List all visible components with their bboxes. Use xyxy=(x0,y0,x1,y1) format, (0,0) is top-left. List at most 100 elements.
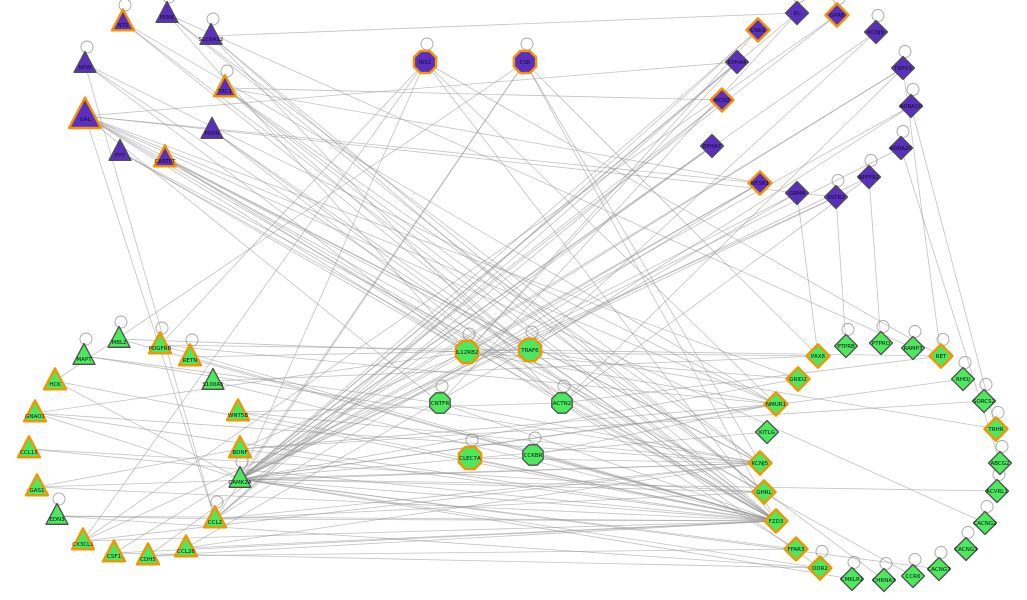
diamond-shape xyxy=(971,388,997,414)
edge-TRAF6-TRHR xyxy=(529,349,997,430)
node-FFAR3[interactable]: FFAR3 xyxy=(783,536,809,562)
self-loop-RETN xyxy=(185,333,199,347)
node-NPW[interactable]: NPW xyxy=(73,50,97,73)
node-IRS1[interactable]: IRS1 xyxy=(412,49,438,75)
edge-CCL15-FZD3 xyxy=(28,448,777,522)
self-loop-TRHR xyxy=(991,406,1005,419)
edge-EPHA4-IL12RB2 xyxy=(466,61,738,353)
node-GPR6[interactable]: GPR6 xyxy=(824,2,850,28)
edge-TAC1-TRAF6 xyxy=(224,87,531,351)
diamond-shape xyxy=(950,366,976,392)
edge-NPW-NMUR1 xyxy=(84,63,777,405)
node-MBL2[interactable]: MBL2 xyxy=(107,325,131,348)
self-loop-SORCS2 xyxy=(979,378,993,391)
edge-TAC1-KCNJ5 xyxy=(224,87,761,464)
diamond-shape xyxy=(984,478,1010,504)
edge-CLEC7A-FZD3 xyxy=(469,457,777,522)
edge-MBL2-FZD3 xyxy=(118,338,777,522)
self-loop-PTPRB xyxy=(841,323,855,336)
node-ADRA1D[interactable]: ADRA1D xyxy=(898,93,924,119)
node-PDGFRB[interactable]: PDGFRB xyxy=(147,331,173,355)
node-CHRNA3[interactable]: CHRNA3 xyxy=(871,567,897,593)
node-TRAF6[interactable]: TRAF6 xyxy=(517,337,543,363)
node-IL12RB2[interactable]: IL12RB2 xyxy=(454,339,480,365)
edge-EDN3-DDR2 xyxy=(56,515,821,569)
diamond-shape xyxy=(783,536,809,562)
node-MAPT[interactable]: MAPT xyxy=(72,342,96,365)
node-GNAO1[interactable]: GNAO1 xyxy=(22,399,48,423)
edge-GAL-GRID2 xyxy=(84,115,799,380)
edge-NTSR1-CAMK2A xyxy=(239,182,761,480)
node-GRM4[interactable]: GRM4 xyxy=(784,180,810,206)
edge-KL-CNTFR xyxy=(439,12,798,404)
node-CNTFR[interactable]: CNTFR xyxy=(429,392,451,414)
diamond-shape xyxy=(888,135,914,161)
node-KL[interactable]: KL xyxy=(784,0,810,26)
node-GAS1[interactable]: GAS1 xyxy=(24,473,50,497)
edge-SSTR2-PTPRB xyxy=(835,196,847,347)
edge-GAL-FZD3 xyxy=(84,115,777,522)
edge-CAMK2A-DDR2 xyxy=(239,478,821,569)
edge-GAS1-KCNJ5 xyxy=(36,462,761,488)
node-PENK[interactable]: PENK xyxy=(155,0,179,23)
node-CSK[interactable]: CSK xyxy=(512,49,538,75)
edge-GAL-NMUR1 xyxy=(84,115,777,405)
triangle-shape xyxy=(201,367,225,390)
node-KCNJ5[interactable]: KCNJ5 xyxy=(747,450,773,476)
node-SLC6A12[interactable]: SLC6A12 xyxy=(199,22,224,45)
node-BDNF[interactable]: BDNF xyxy=(227,435,253,459)
node-S100A5[interactable]: S100A5 xyxy=(201,367,225,390)
node-CCR6[interactable]: CCR6 xyxy=(900,563,926,589)
node-ACVRL1[interactable]: ACVRL1 xyxy=(984,478,1010,504)
edge-NPFFR2-PTPRO xyxy=(868,176,882,344)
node-NPFFR2[interactable]: NPFFR2 xyxy=(856,164,882,190)
edge-EDN3-CCL2 xyxy=(56,515,216,520)
triangle-shape xyxy=(45,502,69,525)
node-CCL15[interactable]: CCL15 xyxy=(16,435,42,459)
edge-ACTN2-RET xyxy=(561,355,942,404)
node-RET[interactable]: RET xyxy=(928,343,954,369)
node-NTS[interactable]: NTS xyxy=(110,8,136,32)
node-GRID2[interactable]: GRID2 xyxy=(785,366,811,392)
node-PTPRO[interactable]: PTPRO xyxy=(868,330,894,356)
node-SORCS2[interactable]: SORCS2 xyxy=(971,388,997,414)
node-KITLG[interactable]: KITLG xyxy=(754,419,780,445)
node-CACNG3[interactable]: CACNG3 xyxy=(953,536,979,562)
node-ABCG2[interactable]: ABCG2 xyxy=(987,450,1013,476)
node-CSF1[interactable]: CSF1 xyxy=(101,539,127,563)
node-CNR1[interactable]: CNR1 xyxy=(745,17,771,43)
edge-GAL-CACNG2 xyxy=(84,115,986,524)
node-TRHR[interactable]: TRHR xyxy=(983,416,1009,442)
node-NTSR1[interactable]: NTSR1 xyxy=(747,170,773,196)
edge-CCKBR-FZD3 xyxy=(532,454,777,522)
node-CACNG7[interactable]: CACNG7 xyxy=(926,556,952,582)
node-CMKLR1[interactable]: CMKLR1 xyxy=(839,566,865,592)
diamond-shape xyxy=(839,566,865,592)
edge-SSTR2-CX3CL1 xyxy=(82,196,837,542)
edge-IRS1-PDGFRB xyxy=(159,61,426,346)
node-FZD3[interactable]: FZD3 xyxy=(763,508,789,534)
node-CX3CL1[interactable]: CX3CL1 xyxy=(70,527,96,551)
node-ACTN2[interactable]: ACTN2 xyxy=(551,392,573,414)
node-PTPRB[interactable]: PTPRB xyxy=(833,333,859,359)
node-EPHA7[interactable]: EPHA7 xyxy=(699,133,725,159)
triangle-shape xyxy=(173,534,199,558)
diamond-shape xyxy=(900,335,926,361)
node-CLEC7A[interactable]: CLEC7A xyxy=(457,445,483,471)
node-CCKBR[interactable]: CCKBR xyxy=(522,444,544,466)
node-DDR2[interactable]: DDR2 xyxy=(807,555,833,581)
node-RAMP3[interactable]: RAMP3 xyxy=(900,335,926,361)
node-ADRA2C[interactable]: ADRA2C xyxy=(888,135,914,161)
node-EDN3[interactable]: EDN3 xyxy=(45,502,69,525)
triangle-shape xyxy=(227,435,253,459)
diamond-shape xyxy=(754,419,780,445)
triangle-shape xyxy=(228,465,252,488)
node-CACNG2[interactable]: CACNG2 xyxy=(972,510,998,536)
node-HCK[interactable]: HCK xyxy=(42,367,68,391)
triangle-shape xyxy=(42,367,68,391)
node-KCNJ9[interactable]: KCNJ9 xyxy=(863,19,889,45)
node-HCN2[interactable]: HCN2 xyxy=(709,87,735,113)
edge-CCKBR-NMUR1 xyxy=(532,403,777,456)
node-WNT5B[interactable]: WNT5B xyxy=(225,398,251,422)
